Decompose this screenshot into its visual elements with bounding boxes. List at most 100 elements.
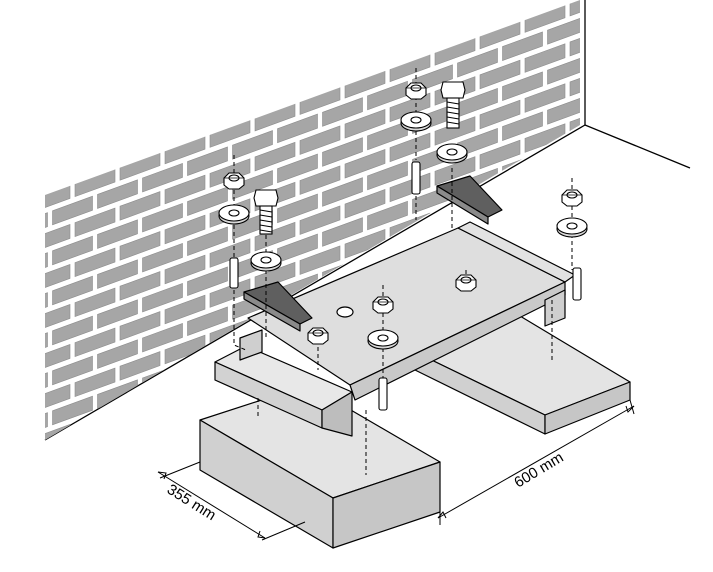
brick [299, 205, 341, 235]
anchor-stud-left [229, 257, 239, 289]
brick [98, 460, 138, 489]
brick [254, 0, 296, 12]
nut-right [561, 189, 583, 207]
brick [45, 52, 48, 82]
brick [45, 212, 48, 242]
brick [52, 355, 93, 386]
room-corner [44, 0, 691, 441]
brick [45, 424, 71, 440]
brick [97, 419, 138, 440]
brick [45, 344, 71, 374]
brick [119, 231, 161, 261]
brick [164, 94, 206, 125]
brick [45, 384, 71, 414]
brick [479, 0, 521, 10]
brick [322, 217, 363, 247]
brick [593, 0, 633, 28]
brick [547, 0, 580, 5]
brick [367, 160, 408, 191]
brick [74, 87, 116, 118]
brick [119, 391, 161, 421]
brick [97, 19, 138, 49]
brick [322, 0, 363, 7]
brick [119, 431, 161, 440]
depth-dimension-label: 355 mm [164, 481, 219, 524]
washer-right [556, 217, 588, 238]
brick [367, 0, 408, 31]
brick [569, 26, 580, 57]
brick [187, 0, 228, 16]
brick [45, 264, 71, 294]
brick [164, 374, 206, 405]
brick [119, 351, 161, 381]
brick [187, 266, 228, 296]
brick [45, 372, 48, 402]
concrete-block-left [199, 384, 441, 549]
washer-left-bolt [250, 251, 282, 272]
brick [97, 219, 138, 249]
hardware [218, 82, 588, 350]
brick [502, 191, 543, 222]
brick [52, 395, 93, 426]
brick [53, 476, 93, 505]
brick [254, 261, 296, 292]
brick [434, 0, 476, 26]
brick [209, 38, 251, 68]
brick [142, 282, 183, 313]
brick [524, 43, 566, 73]
brick [75, 448, 115, 477]
width-dimension-label: 600 mm [511, 449, 566, 491]
brick [52, 35, 93, 66]
brick [45, 252, 48, 282]
brick [187, 186, 228, 216]
brick [142, 82, 183, 113]
wedge-right [436, 175, 503, 225]
brick [52, 75, 93, 106]
brick [593, 39, 633, 68]
brick [143, 443, 183, 472]
brick [8, 453, 48, 482]
brick [547, 55, 580, 85]
brick [187, 146, 228, 176]
brick [569, 146, 580, 177]
brick [254, 221, 296, 252]
brick [52, 235, 93, 266]
brick [119, 311, 161, 341]
brick [299, 125, 341, 155]
brick [232, 170, 273, 200]
brick [389, 132, 431, 163]
brick [434, 116, 476, 146]
brick [524, 163, 566, 193]
brick [569, 0, 580, 17]
brick [164, 214, 206, 245]
wedge-left [243, 281, 313, 332]
brick [232, 130, 273, 160]
brick [209, 0, 251, 28]
brick [277, 33, 318, 64]
brick [299, 245, 341, 275]
brick [344, 149, 386, 179]
brick [142, 322, 183, 353]
brick [187, 386, 228, 416]
brick [30, 464, 70, 493]
nut-rear [405, 82, 427, 100]
brick [97, 59, 138, 89]
brick [479, 59, 521, 90]
nut-left [223, 172, 245, 190]
brick [119, 71, 161, 101]
brick [52, 435, 93, 440]
brick [164, 0, 206, 5]
brick [547, 95, 580, 125]
brick [457, 47, 498, 78]
brick [547, 15, 580, 45]
brick [232, 50, 273, 80]
brick [142, 202, 183, 233]
brick [119, 111, 161, 141]
brick [97, 299, 138, 329]
brick [52, 315, 93, 346]
brick [164, 174, 206, 205]
brick [119, 0, 161, 21]
brick [45, 144, 71, 174]
